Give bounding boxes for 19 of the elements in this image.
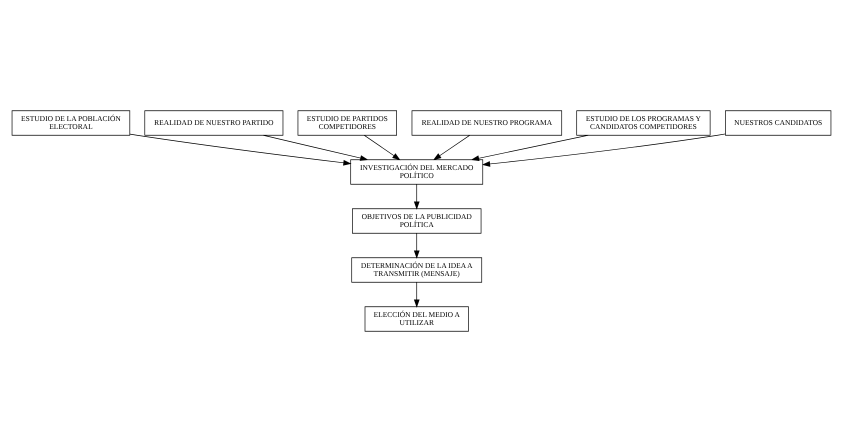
arrow — [364, 134, 401, 160]
node-box: OBJETIVOS DE LA PUBLICIDAD POLÍTICA — [352, 208, 482, 234]
arrow — [433, 134, 470, 160]
node-box: ESTUDIO DE LOS PROGRAMAS Y CANDIDATOS COMPETIDORES — [576, 110, 710, 136]
arrow — [414, 282, 420, 308]
arrow — [414, 184, 420, 210]
node-box: NUESTROS CANDIDATOS — [725, 110, 832, 136]
node-box: REALIDAD DE NUESTRO PARTIDO — [144, 110, 284, 136]
arrow — [414, 232, 420, 258]
node-box: ELECCIÓN DEL MEDIO A UTILIZAR — [364, 306, 469, 332]
node-box: ESTUDIO DE PARTIDOS COMPETIDORES — [298, 110, 397, 136]
arrow — [130, 133, 352, 166]
node-box: DETERMINACIÓN DE LA IDEA A TRANSMITIR (MENSAJE) — [351, 256, 482, 282]
arrow — [482, 133, 726, 166]
node-box: REALIDAD DE NUESTRO PROGRAMA — [412, 110, 562, 136]
node-box: INVESTIGACIÓN DEL MERCADO POLÍTICO — [350, 158, 484, 184]
arrow — [262, 134, 368, 160]
arrow — [470, 134, 589, 161]
node-box: ESTUDIO DE LA POBLACIÓN ELECTORAL — [12, 110, 130, 136]
